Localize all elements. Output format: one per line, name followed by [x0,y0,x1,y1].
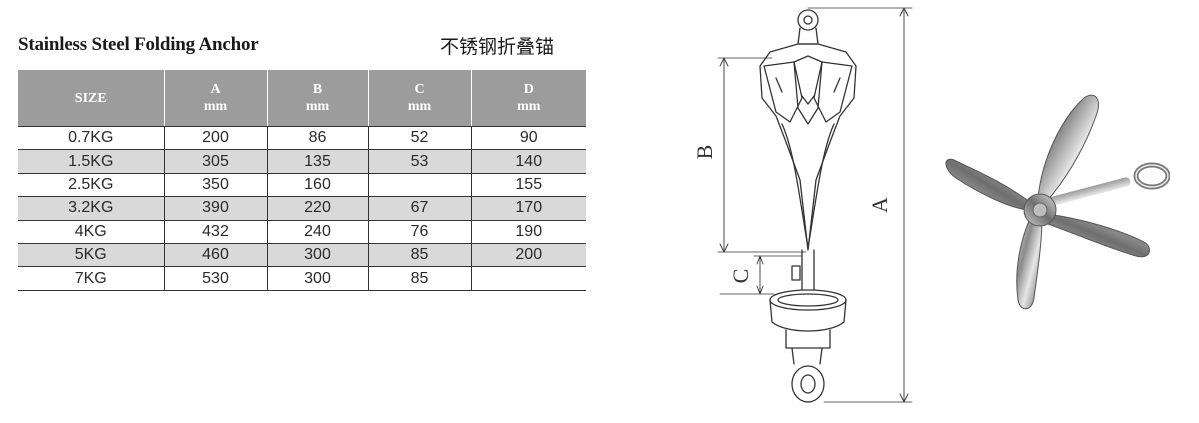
fluke-lower [1016,213,1043,310]
cell-a: 390 [164,196,268,221]
bottom-eye-ring [791,365,825,403]
shank [801,249,815,291]
cell-a: 200 [164,126,268,151]
cell-b: 220 [267,196,369,221]
hub [785,329,831,349]
collar-body [769,299,847,332]
table-row: 1.5KG 305 135 53 140 [18,149,586,174]
cell-c: 67 [368,196,472,221]
sliding-collar [769,289,847,311]
folded-flukes-outline [759,43,857,251]
cell-d: 90 [471,126,586,151]
table-row: 5KG 460 300 85 200 [18,243,586,268]
shank-pin [791,265,801,281]
collar-inner [777,293,839,307]
cell-c: 53 [368,149,472,174]
cell-b: 300 [267,243,369,268]
cell-size: 0.7KG [18,126,165,151]
cell-size: 3.2KG [18,196,165,221]
dimension-b-label: B [692,145,717,160]
header-label: D [523,82,534,97]
cell-c [368,173,472,198]
dimension-a-arrows [899,7,909,403]
header-unit: mm [407,99,432,114]
cell-c: 52 [368,126,472,151]
anchor-photo [945,94,1170,310]
cell-d [471,266,586,291]
cell-size: 7KG [18,266,165,291]
header-label: C [414,82,425,97]
cell-c: 85 [368,266,472,291]
cell-size: 1.5KG [18,149,165,174]
cell-c: 85 [368,243,472,268]
cell-b: 160 [267,173,369,198]
dimension-b-arrows [719,57,729,253]
cell-b: 86 [267,126,369,151]
cell-d: 190 [471,220,586,244]
dimension-a-extension-lines [807,7,913,403]
cell-d: 140 [471,149,586,174]
fluke-right [813,61,853,123]
cell-a: 305 [164,149,268,174]
anchor-eye-highlight [1135,164,1169,188]
fluke-left-photo [945,158,1031,211]
header-label: A [210,82,221,97]
cell-d: 200 [471,243,586,268]
cell-d: 170 [471,196,586,221]
fluke-detail [775,77,841,105]
top-eye-hole [803,15,813,25]
cell-size: 5KG [18,243,165,268]
cell-a: 432 [164,220,268,244]
bottom-eye-hole [800,374,816,394]
cell-a: 350 [164,173,268,198]
anchor-dimension-diagram: A B C [692,7,913,403]
fluke-left [763,61,803,123]
hub-lower [791,347,823,365]
table-row: 4KG 432 240 76 190 [18,220,586,244]
fluke-inner-line [781,123,835,249]
fluke-right-photo [1045,213,1151,258]
fluke-center [793,55,823,125]
anchor-shank [1037,177,1131,209]
header-unit: mm [203,99,228,114]
table-row: 0.7KG 200 86 52 90 [18,126,586,151]
cell-c: 76 [368,220,472,244]
product-title-chinese: 不锈钢折叠锚 [440,36,555,58]
header-label: B [312,82,323,97]
hub-center [1032,202,1048,218]
cell-b: 300 [267,266,369,291]
product-title: Stainless Steel Folding Anchor [18,34,259,55]
dimension-c-arrows [756,255,764,295]
header-label: SIZE [74,90,107,106]
cell-b: 135 [267,149,369,174]
dimension-c-label: C [728,269,753,284]
cell-size: 2.5KG [18,173,165,198]
dimension-c-extension-lines [719,255,803,295]
table-row: 3.2KG 390 220 67 170 [18,196,586,221]
header-size: SIZE [18,70,165,127]
cell-size: 4KG [18,220,165,244]
dimension-b-extension-lines [717,57,807,253]
dimension-a-label: A [867,197,892,213]
cell-b: 240 [267,220,369,244]
cell-a: 530 [164,266,268,291]
header-unit: mm [517,99,541,114]
table-row: 7KG 530 300 85 [18,266,586,291]
cell-a: 460 [164,243,268,268]
top-eye-ring [797,9,819,31]
fluke-upper [1037,94,1099,203]
cell-d: 155 [471,173,586,198]
header-unit: mm [305,99,330,114]
table-row: 2.5KG 350 160 155 [18,173,586,198]
